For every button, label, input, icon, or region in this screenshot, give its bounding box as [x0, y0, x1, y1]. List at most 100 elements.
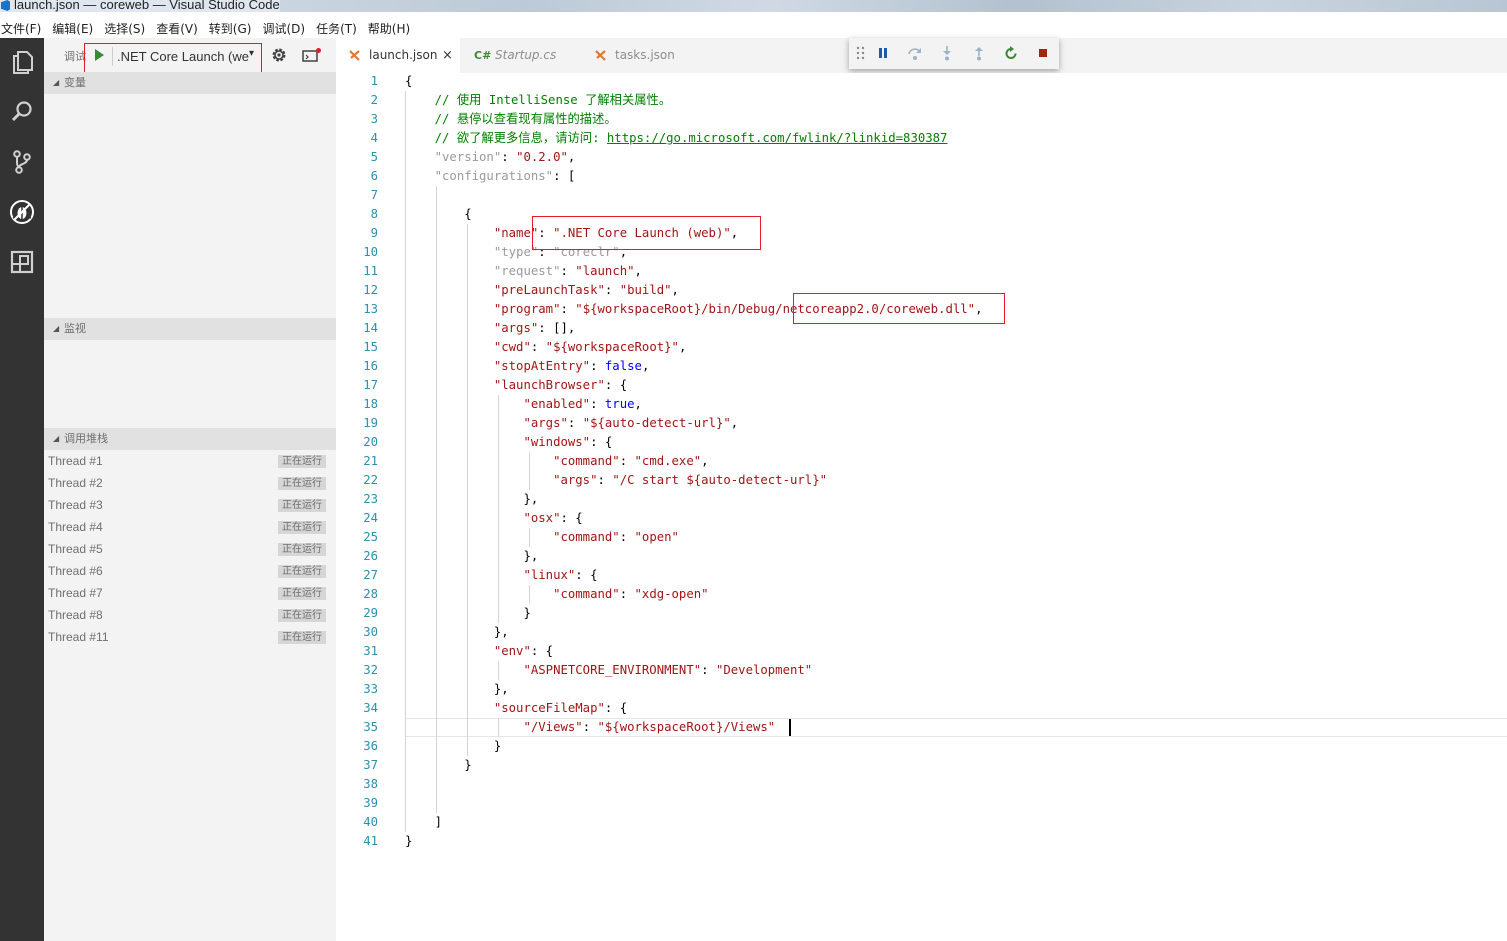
start-debugging-icon[interactable] — [95, 49, 104, 61]
line-number: 5 — [370, 150, 378, 164]
code-line: 28 "command": "xdg-open" — [336, 585, 1507, 604]
gear-icon[interactable] — [270, 46, 288, 64]
code-text: }, — [405, 549, 539, 563]
close-icon[interactable]: × — [442, 48, 453, 63]
code-line: 26 }, — [336, 547, 1507, 566]
code-text: "sourceFileMap": { — [405, 701, 628, 715]
menu-item-5[interactable]: 调试(D) — [262, 21, 306, 36]
code-text: { — [405, 74, 413, 88]
code-text: "windows": { — [523, 435, 613, 449]
name-highlight-box — [532, 216, 761, 250]
menu-item-2[interactable]: 选择(S) — [104, 21, 146, 36]
menu-item-7[interactable]: 帮助(H) — [367, 21, 411, 36]
code-text: // 悬停以查看现有属性的描述。 — [405, 112, 617, 126]
menu-bar: 文件(F) 编辑(E) 选择(S) 查看(V) 转到(G) 调试(D) 任务(T) 帮助(H) — [0, 18, 1507, 38]
code-text: }, — [405, 682, 509, 696]
pause-icon[interactable] — [875, 45, 891, 61]
code-line: 2 // 使用 IntelliSense 了解相关属性。 — [336, 91, 1507, 110]
menu-item-4[interactable]: 转到(G) — [208, 21, 252, 36]
menu-item-0[interactable]: 文件(F) — [1, 21, 42, 36]
indent-guide — [528, 452, 530, 490]
search-icon[interactable] — [8, 98, 36, 126]
code-line: 10 "type": "coreclr", — [336, 243, 1507, 262]
tab-tasks-json[interactable]: tasks.json — [582, 38, 700, 73]
extensions-icon[interactable] — [8, 248, 36, 276]
line-number: 29 — [363, 606, 378, 620]
code-line: 35 "/Views": "${workspaceRoot}/Views" — [336, 718, 1507, 737]
code-line: 39 — [336, 794, 1507, 813]
indent-guide — [497, 395, 499, 623]
indent-guide — [435, 186, 437, 813]
code-line: 20 "windows": { — [336, 433, 1507, 452]
restart-icon[interactable] — [1003, 45, 1019, 61]
indent-guide — [466, 224, 468, 756]
code-text: "linux": { — [405, 568, 598, 582]
tab-label: launch.json — [369, 48, 438, 62]
thread-status-badge: 正在运行 — [278, 455, 326, 468]
step-out-icon[interactable] — [971, 45, 987, 61]
explorer-icon[interactable] — [8, 48, 36, 76]
code-text: "/Views": "${workspaceRoot}/Views" — [405, 720, 776, 734]
code-text: } — [405, 758, 472, 772]
chevron-down-icon[interactable]: ▾ — [249, 48, 255, 59]
line-number: 31 — [363, 644, 378, 658]
code-text: "command": "open" — [405, 530, 679, 544]
indent-guide — [497, 718, 499, 737]
line-number: 26 — [363, 549, 378, 563]
code-text: "name": ".NET Core Launch (web)", — [405, 226, 739, 240]
launch-config-select[interactable]: .NET Core Launch (we — [112, 47, 258, 66]
step-into-icon[interactable] — [939, 45, 955, 61]
source-control-icon[interactable] — [8, 148, 36, 176]
tab-launch-json[interactable]: launch.json × — [336, 38, 460, 73]
line-number: 1 — [370, 74, 378, 88]
line-number: 22 — [363, 473, 378, 487]
code-text: "request": "launch", — [405, 264, 642, 278]
line-number: 30 — [363, 625, 378, 639]
line-number: 17 — [363, 378, 378, 392]
indent-guide — [528, 585, 530, 604]
line-number: 34 — [363, 701, 378, 715]
code-editor[interactable]: 1{2 // 使用 IntelliSense 了解相关属性。3 // 悬停以查看… — [336, 73, 1507, 941]
call-stack-section-header[interactable]: ◢ 调用堆栈 — [44, 428, 336, 450]
code-line: 27 "linux": { — [336, 566, 1507, 585]
current-line-highlight — [405, 718, 1507, 737]
code-text: ] — [405, 815, 443, 829]
code-text: "enabled": true, — [523, 397, 642, 411]
thread-name: Thread #4 — [48, 520, 103, 534]
line-number: 40 — [363, 815, 378, 829]
step-over-icon[interactable] — [907, 45, 923, 61]
code-line: 34 "sourceFileMap": { — [336, 699, 1507, 718]
debug-console-icon[interactable] — [302, 47, 322, 63]
drag-handle-icon[interactable] — [853, 45, 869, 61]
code-text: "version": "0.2.0", — [405, 150, 576, 164]
line-number: 28 — [363, 587, 378, 601]
line-number: 33 — [363, 682, 378, 696]
code-line: 7 — [336, 186, 1507, 205]
menu-item-3[interactable]: 查看(V) — [156, 21, 198, 36]
code-text: } — [405, 739, 502, 753]
tab-label: tasks.json — [615, 48, 675, 62]
menu-item-1[interactable]: 编辑(E) — [52, 21, 94, 36]
code-line: 30 }, — [336, 623, 1507, 642]
stop-icon[interactable] — [1035, 45, 1051, 61]
tab-Startup-cs[interactable]: C#Startup.cs — [462, 38, 580, 73]
line-number: 19 — [363, 416, 378, 430]
code-line: 38 — [336, 775, 1507, 794]
line-number: 39 — [363, 796, 378, 810]
watch-section-header[interactable]: ◢ 监视 — [44, 318, 336, 340]
code-text: "type": "coreclr", — [405, 245, 628, 259]
variables-section-header[interactable]: ◢ 变量 — [44, 72, 336, 94]
debug-icon[interactable] — [8, 198, 36, 226]
line-number: 6 — [370, 169, 378, 183]
collapse-triangle-icon: ◢ — [53, 434, 60, 443]
menu-item-6[interactable]: 任务(T) — [316, 21, 357, 36]
